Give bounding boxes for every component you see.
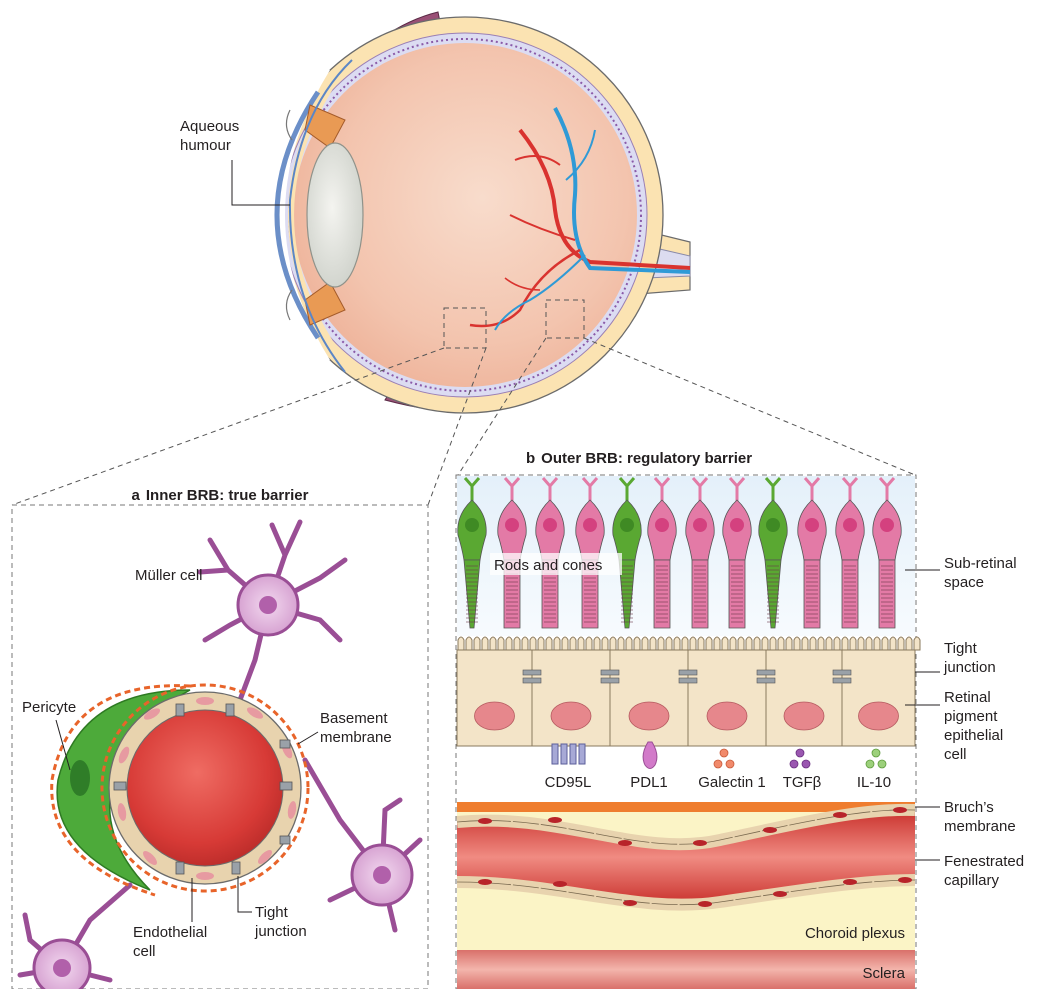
bruch-label-line2: membrane xyxy=(944,818,1016,835)
rpe-cell xyxy=(532,650,610,746)
galectin1-molecule xyxy=(714,749,734,768)
endothelial-label-line1: Endothelial xyxy=(133,924,207,941)
lens xyxy=(307,143,363,287)
sclera-band xyxy=(457,950,915,989)
molecule-label-1: PDL1 xyxy=(630,774,668,791)
molecule-label-4: IL-10 xyxy=(857,774,891,791)
molecule-label-2: Galectin 1 xyxy=(698,774,766,791)
rpe-cell xyxy=(457,650,532,746)
rpe-layer xyxy=(457,637,920,746)
muller-label: Müller cell xyxy=(135,567,203,584)
basement-label-line2: membrane xyxy=(320,729,392,746)
rpe-cell xyxy=(610,650,688,746)
fenestrated-label-line1: Fenestrated xyxy=(944,853,1024,870)
aqueous-label-line1: Aqueous xyxy=(180,118,239,135)
sclera-label: Sclera xyxy=(862,965,905,982)
tight-label-a-line1: Tight xyxy=(255,904,289,921)
choroid-label: Choroid plexus xyxy=(805,925,905,942)
rpe-label-line1: Retinal xyxy=(944,689,991,706)
cd95l-molecule xyxy=(552,744,585,764)
rpe-label-line3: epithelial xyxy=(944,727,1003,744)
capillary-lumen xyxy=(127,710,283,866)
muller-cell-right xyxy=(305,760,420,930)
rods-cones-label: Rods and cones xyxy=(494,557,602,574)
pericyte-label: Pericyte xyxy=(22,699,76,716)
basement-label-line1: Basement xyxy=(320,710,388,727)
rpe-cell xyxy=(842,650,915,746)
bruch-label-line1: Bruch’s xyxy=(944,799,994,816)
tight-label-b-line2: junction xyxy=(943,659,996,676)
endothelial-label-line2: cell xyxy=(133,943,156,960)
tight-label-a-line2: junction xyxy=(254,923,307,940)
eye-cross-section: Aqueous humour xyxy=(180,12,690,413)
molecule-label-0: CD95L xyxy=(545,774,592,791)
fenestrated-label-line2: capillary xyxy=(944,872,1000,889)
il10-molecule xyxy=(866,749,886,768)
tight-label-b-line1: Tight xyxy=(944,640,978,657)
rpe-cell xyxy=(766,650,842,746)
rpe-label-line2: pigment xyxy=(944,708,998,725)
tgfb-molecule xyxy=(790,749,810,768)
subretinal-label-line2: space xyxy=(944,574,984,591)
subretinal-label-line1: Sub-retinal xyxy=(944,555,1017,572)
aqueous-label-line2: humour xyxy=(180,137,231,154)
rpe-cell xyxy=(688,650,766,746)
molecule-label-3: TGFβ xyxy=(783,774,822,791)
rpe-label-line4: cell xyxy=(944,746,967,763)
